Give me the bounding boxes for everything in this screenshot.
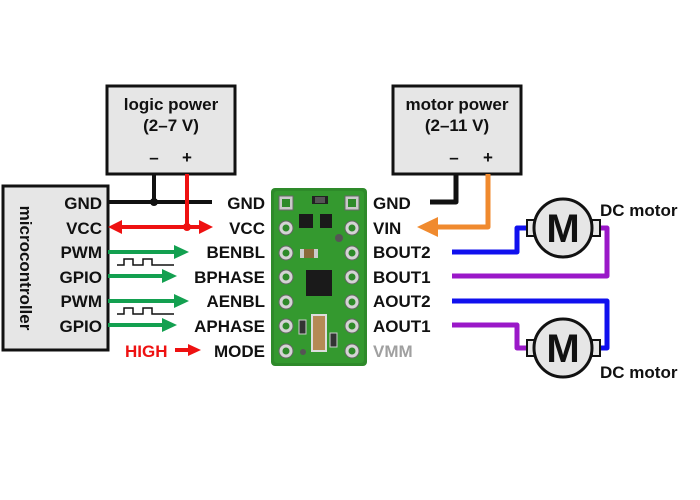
mcu-pin-pwm-b: PWM	[60, 243, 102, 262]
driver-pin-gnd-left: GND	[227, 194, 265, 213]
motor-power-supply: motor power (2–11 V) – +	[391, 84, 523, 176]
driver-pin-aout1: AOUT1	[373, 317, 431, 336]
arrow-right-icon	[162, 318, 177, 332]
motor-a-label: DC motor	[600, 363, 678, 382]
vin-arrow-icon	[417, 217, 438, 237]
motor-power-minus: –	[449, 148, 458, 167]
driver-pin-mode: MODE	[214, 342, 265, 361]
arrow-right-icon	[174, 294, 189, 308]
motor-power-range: (2–11 V)	[425, 116, 489, 135]
pwm-waveform-icon	[117, 307, 174, 315]
arrow-right-icon	[162, 269, 177, 283]
driver-pin-vin: VIN	[373, 219, 401, 238]
motor-symbol: M	[546, 207, 579, 251]
logic-vcc-wire	[108, 174, 213, 234]
motor-icon	[532, 317, 594, 379]
vcc-arrow-right-icon	[199, 220, 213, 234]
mode-arrow-icon	[188, 344, 201, 356]
left-pin-pads	[278, 195, 294, 359]
aout1-wire	[452, 322, 530, 351]
mcu-pin-gnd: GND	[64, 194, 102, 213]
logic-power-minus: –	[149, 148, 158, 167]
motor-power-plus: +	[483, 148, 493, 167]
logic-power-supply: logic power (2–7 V) – +	[105, 84, 237, 176]
aout2-wire	[452, 298, 610, 351]
bout1-wire	[452, 225, 610, 279]
motor-vin-wire	[417, 174, 491, 237]
driver-ic-chip	[306, 270, 332, 296]
mcu-pin-gpio-a: GPIO	[59, 317, 102, 336]
motor-icon	[532, 197, 594, 259]
driver-pin-vcc: VCC	[229, 219, 265, 238]
motor-gnd-wire	[430, 174, 459, 205]
pwm-waveform-icon	[117, 258, 174, 266]
motor-b-label: DC motor	[600, 201, 678, 220]
motor-power-title: motor power	[406, 95, 509, 114]
logic-power-range: (2–7 V)	[143, 116, 199, 135]
driver-right-pin-labels: GND VIN BOUT2 BOUT1 AOUT2 AOUT1 VMM	[373, 194, 431, 361]
bout2-wire	[452, 225, 530, 255]
mcu-pin-gpio-b: GPIO	[59, 268, 102, 287]
vcc-arrow-left-icon	[108, 220, 122, 234]
mcu-pin-vcc: VCC	[66, 219, 102, 238]
driver-pin-aenbl: AENBL	[206, 292, 265, 311]
driver-pin-aout2: AOUT2	[373, 292, 431, 311]
dc-motor-b: M DC motor	[526, 197, 678, 259]
right-pin-pads	[344, 195, 360, 359]
mode-high-label: HIGH	[125, 342, 168, 361]
mcu-pin-pwm-a: PWM	[60, 292, 102, 311]
driver-pin-gnd-right: GND	[373, 194, 411, 213]
driver-left-pin-labels: GND VCC BENBL BPHASE AENBL APHASE MODE	[194, 194, 265, 361]
motor-symbol: M	[546, 327, 579, 371]
driver-board	[271, 188, 367, 366]
driver-pin-aphase: APHASE	[194, 317, 265, 336]
driver-pin-vmm: VMM	[373, 342, 413, 361]
driver-pin-bphase: BPHASE	[194, 268, 265, 287]
logic-power-title: logic power	[124, 95, 219, 114]
driver-pin-benbl: BENBL	[206, 243, 265, 262]
microcontroller: microcontroller GND VCC PWM GPIO PWM GPI…	[1, 184, 110, 352]
signal-wires	[108, 245, 189, 332]
logic-gnd-wire	[108, 174, 212, 206]
arrow-right-icon	[174, 245, 189, 259]
dc-motor-a: M DC motor	[526, 317, 678, 382]
microcontroller-title: microcontroller	[16, 206, 35, 331]
driver-pin-bout1: BOUT1	[373, 268, 431, 287]
driver-pin-bout2: BOUT2	[373, 243, 431, 262]
logic-power-plus: +	[182, 148, 192, 167]
